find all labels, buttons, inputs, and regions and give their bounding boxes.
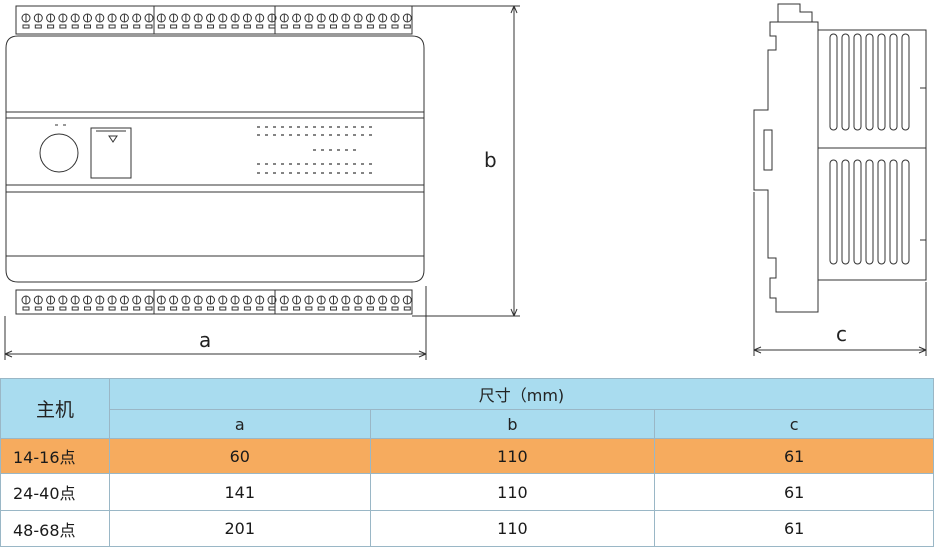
- vent-slot: [865, 33, 874, 131]
- dimension-b: [412, 5, 520, 317]
- dimension-label-b: b: [484, 148, 497, 172]
- vent-slot: [841, 33, 850, 131]
- side-outline: [753, 3, 927, 313]
- knob-circle: [39, 133, 79, 173]
- vent-slot: [853, 33, 862, 131]
- card-slot: [90, 127, 132, 179]
- vent-slot: [865, 159, 874, 265]
- table-row: 48-68点 201 110 61: [0, 510, 934, 547]
- vent-slot: [889, 159, 898, 265]
- row-name: 14-16点: [0, 438, 110, 474]
- column-header-a: a: [108, 409, 371, 439]
- column-header-b: b: [369, 409, 656, 439]
- row-value-a: 60: [108, 438, 371, 474]
- vent-slot: [901, 159, 910, 265]
- vent-slot: [901, 33, 910, 131]
- vent-slot: [841, 159, 850, 265]
- row-value-c: 61: [654, 473, 934, 511]
- vent-slot: [829, 159, 838, 265]
- column-header-c: c: [654, 409, 934, 439]
- table-row: 24-40点 141 110 61: [0, 473, 934, 511]
- housing-outline: [5, 35, 425, 283]
- dimension-c: [753, 192, 927, 356]
- size-header: 尺寸（mm): [108, 378, 934, 410]
- dimension-label-c: c: [836, 322, 847, 346]
- row-value-c: 61: [654, 438, 934, 474]
- table-row: 14-16点 60 110 61: [0, 438, 934, 474]
- spec-table: 主机 尺寸（mm) a b c 14-16点 60 110 61 24-40点 …: [0, 378, 934, 547]
- vent-slot: [853, 159, 862, 265]
- vent-slot: [889, 33, 898, 131]
- row-value-b: 110: [369, 438, 656, 474]
- row-name: 48-68点: [0, 510, 110, 547]
- row-value-c: 61: [654, 510, 934, 547]
- bottom-terminal-block: [15, 289, 413, 315]
- host-header: 主机: [0, 378, 110, 439]
- row-value-a: 201: [108, 510, 371, 547]
- row-value-b: 110: [369, 473, 656, 511]
- top-terminal-block: [15, 5, 413, 35]
- row-value-a: 141: [108, 473, 371, 511]
- vent-slot: [877, 33, 886, 131]
- vent-slot: [829, 33, 838, 131]
- vent-slot: [877, 159, 886, 265]
- dimension-a: [4, 286, 427, 360]
- dimension-label-a: a: [199, 328, 212, 352]
- dimension-drawing: [4, 3, 927, 360]
- side-view: [753, 3, 927, 313]
- row-name: 24-40点: [0, 473, 110, 511]
- row-value-b: 110: [369, 510, 656, 547]
- front-view: [5, 5, 425, 315]
